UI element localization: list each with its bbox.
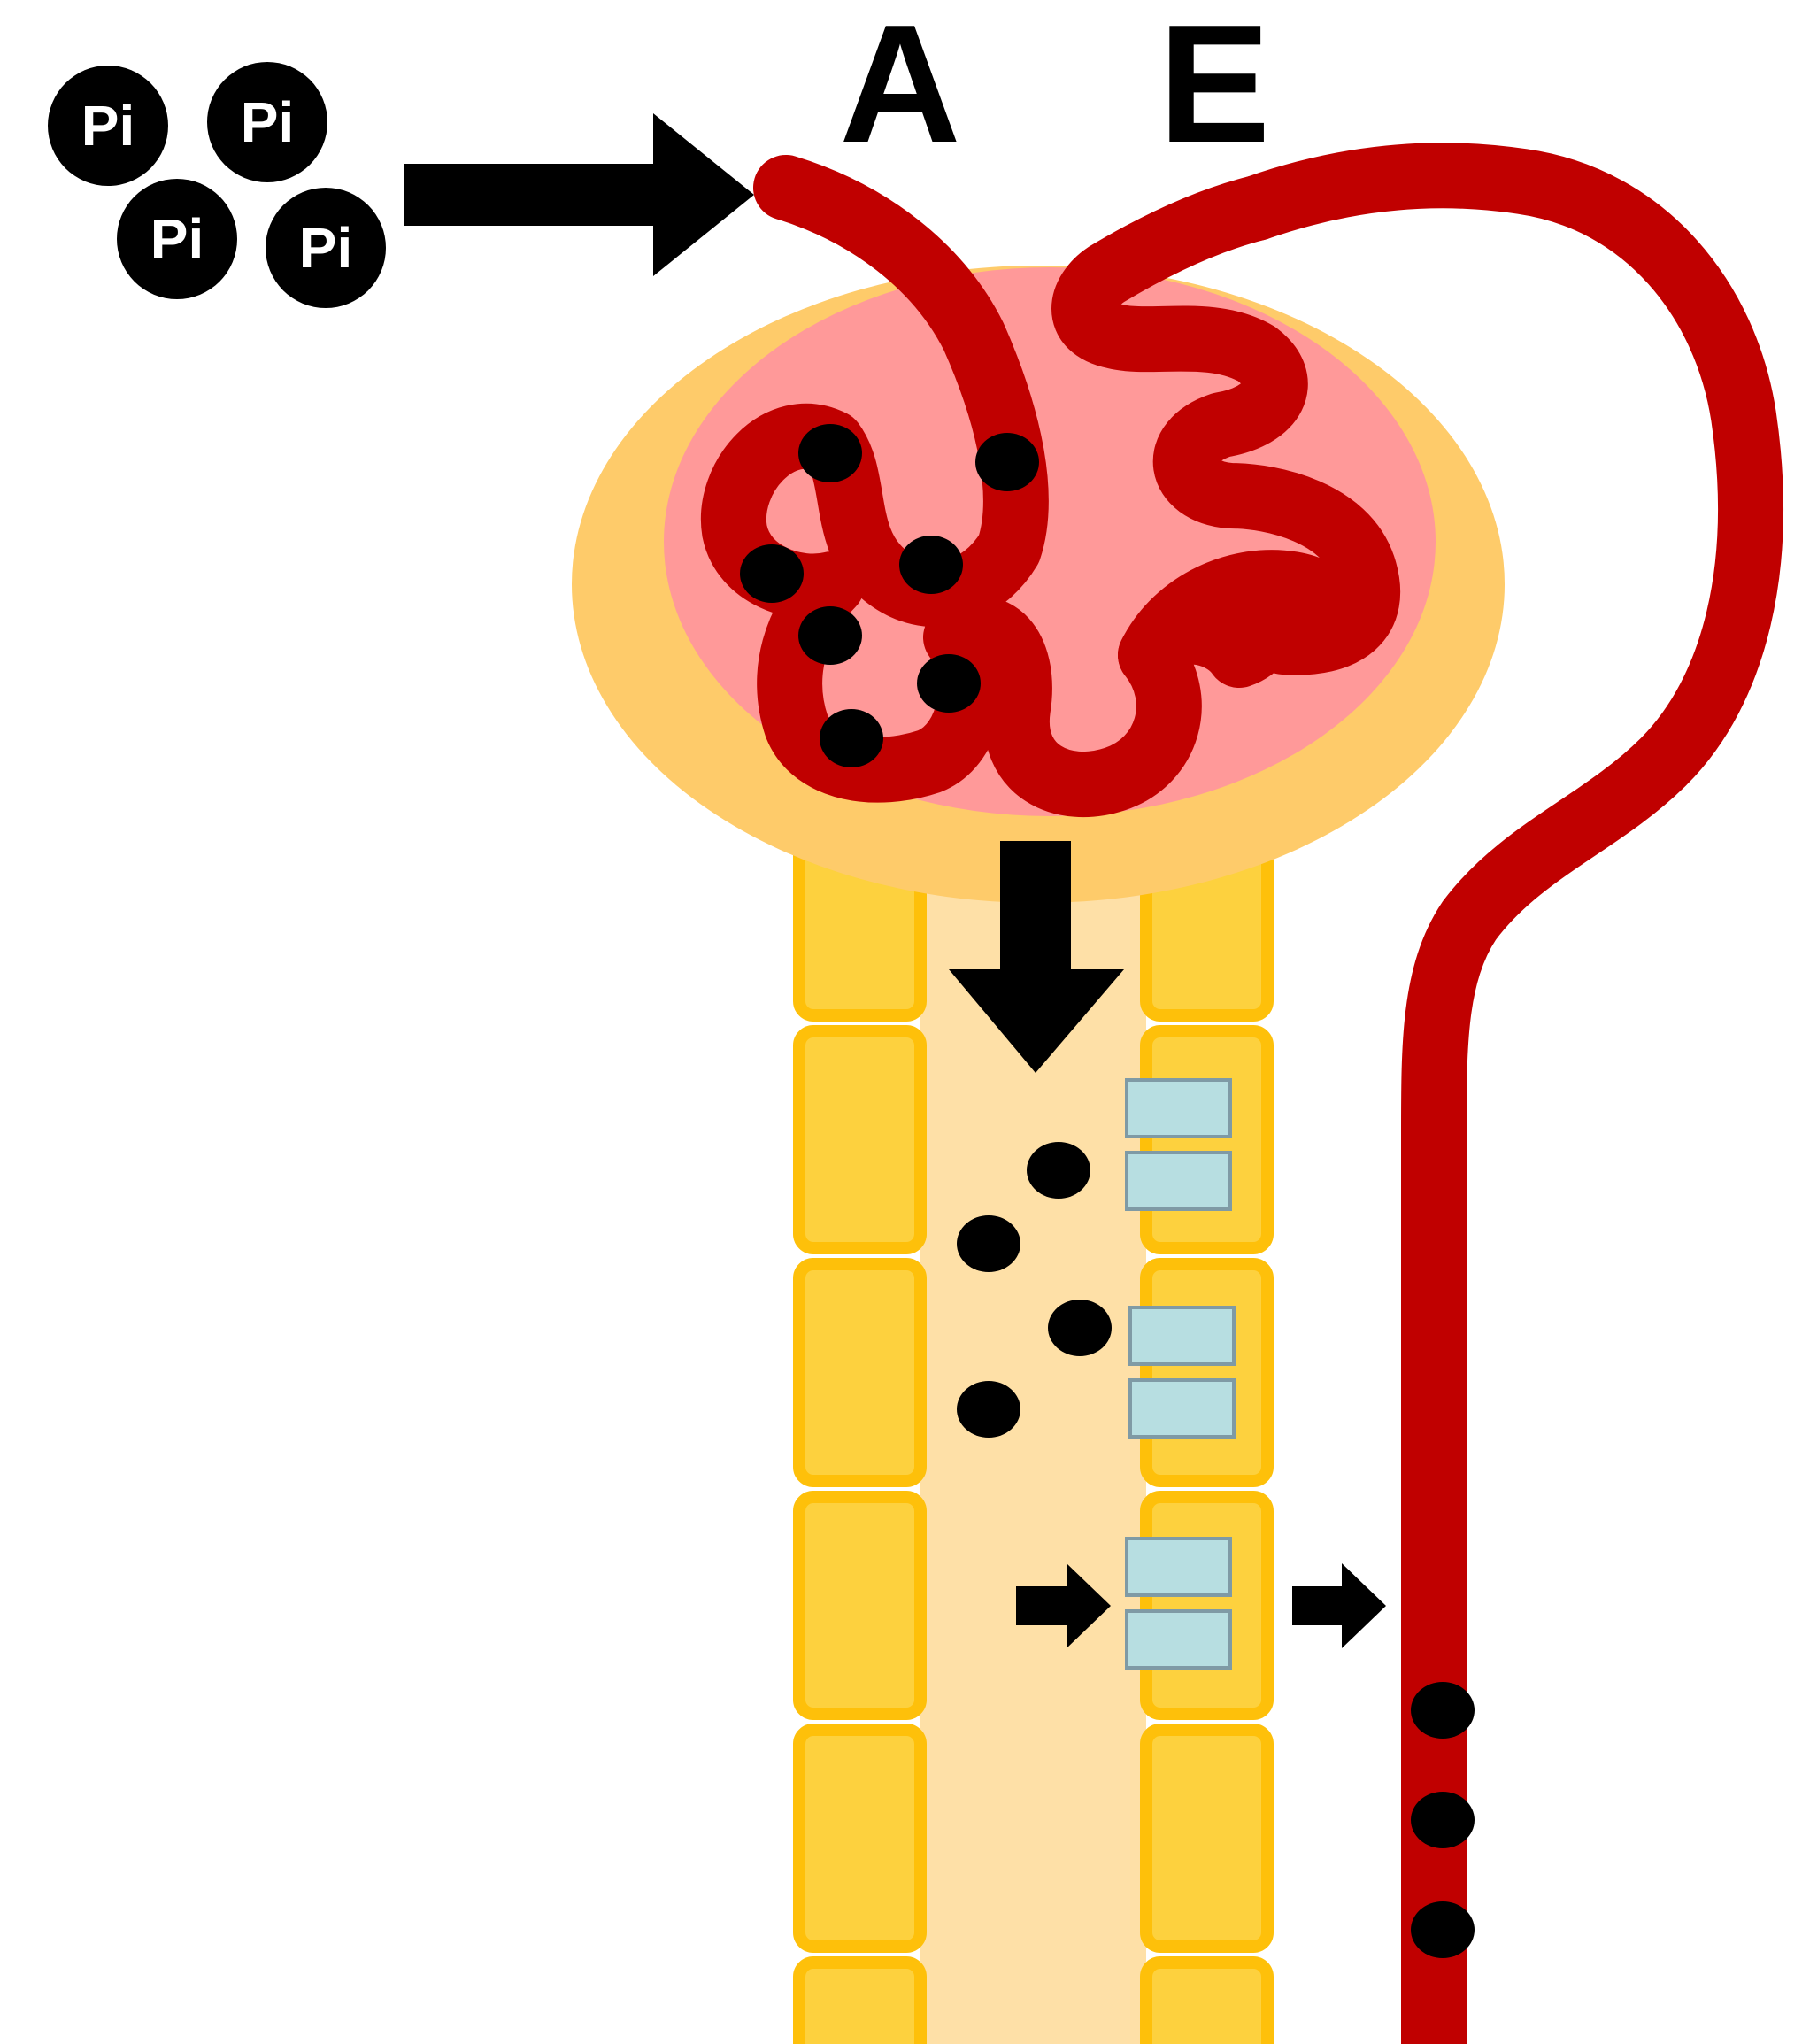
tubule-cell bbox=[799, 1264, 920, 1481]
circle-icon bbox=[798, 424, 862, 482]
tubule-cell bbox=[1146, 1031, 1267, 1248]
tubule-left-wall bbox=[799, 823, 920, 2044]
tubule-cell bbox=[1146, 1963, 1267, 2044]
transporter bbox=[1127, 1153, 1230, 1209]
arrow-right-icon bbox=[1292, 1563, 1386, 1648]
circle-icon bbox=[899, 536, 963, 594]
circle-icon bbox=[1411, 1792, 1475, 1848]
transporter bbox=[1130, 1380, 1234, 1437]
transporter bbox=[1127, 1611, 1230, 1668]
circle-icon bbox=[740, 544, 804, 603]
circle-icon bbox=[957, 1381, 1020, 1438]
tubule-cell bbox=[1146, 1264, 1267, 1481]
tubule-cell bbox=[799, 1730, 920, 1947]
pi-label: Pi bbox=[241, 90, 294, 154]
pi-molecule: Pi bbox=[207, 62, 327, 182]
pi-label: Pi bbox=[81, 94, 135, 158]
transporter bbox=[1130, 1307, 1234, 1364]
circle-icon bbox=[917, 654, 981, 713]
circle-icon bbox=[975, 433, 1039, 491]
pi-molecule: Pi bbox=[266, 188, 386, 308]
pi-label: Pi bbox=[299, 216, 352, 280]
phosphate-molecules: Pi Pi Pi Pi bbox=[48, 62, 386, 308]
tubule-cell bbox=[799, 1031, 920, 1248]
tubule-cell bbox=[1146, 1730, 1267, 1947]
circle-icon bbox=[820, 709, 883, 767]
afferent-label: A bbox=[839, 0, 960, 178]
circle-icon bbox=[1411, 1682, 1475, 1739]
arrow-right-icon bbox=[404, 113, 754, 276]
tubule-cell bbox=[1146, 1497, 1267, 1714]
tubule-cell bbox=[799, 1497, 920, 1714]
tubule-cell bbox=[799, 1963, 920, 2044]
vessel-particles bbox=[1411, 1682, 1475, 1958]
pi-molecule: Pi bbox=[48, 66, 168, 186]
circle-icon bbox=[1411, 1901, 1475, 1958]
circle-icon bbox=[957, 1215, 1020, 1272]
efferent-label: E bbox=[1159, 0, 1271, 178]
transporter bbox=[1127, 1539, 1230, 1595]
pi-molecule: Pi bbox=[117, 179, 237, 299]
circle-icon bbox=[798, 606, 862, 665]
pi-label: Pi bbox=[150, 207, 204, 271]
transporter bbox=[1127, 1080, 1230, 1137]
circle-icon bbox=[1027, 1142, 1090, 1199]
circle-icon bbox=[1048, 1300, 1112, 1356]
